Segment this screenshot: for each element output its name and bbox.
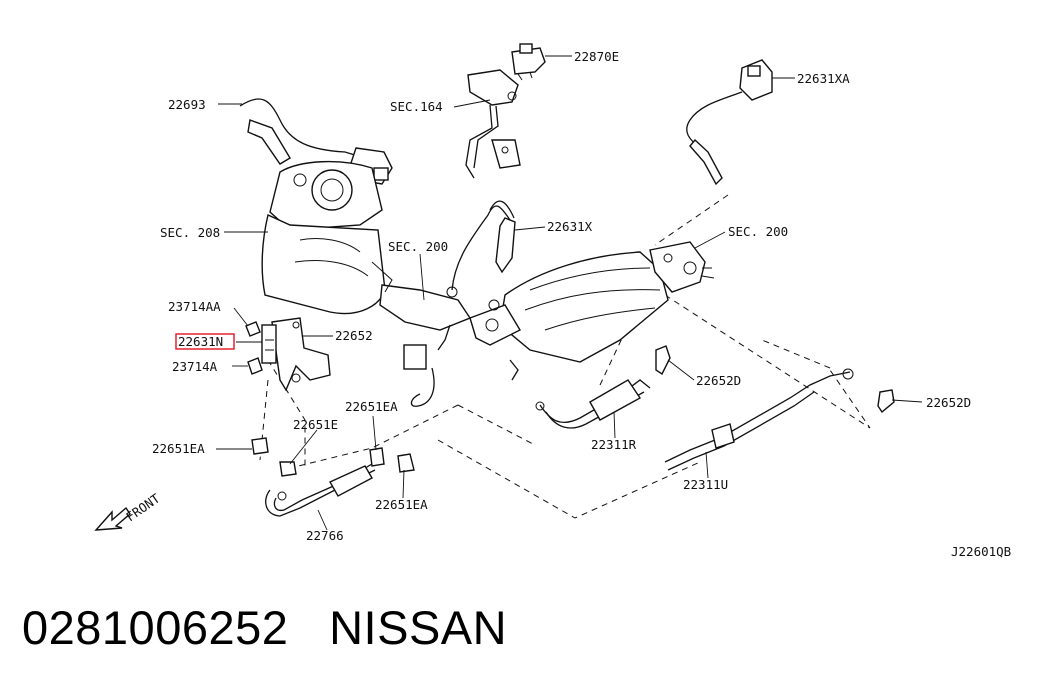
label-22631XA: 22631XA [797, 71, 850, 86]
part-23714AA [245, 321, 261, 337]
part-22870E [511, 43, 546, 81]
label-sec200-right: SEC. 200 [728, 224, 788, 239]
label-22311R: 22311R [591, 437, 637, 452]
part-22631XA [686, 59, 773, 186]
label-22766: 22766 [306, 528, 344, 543]
front-catalytic-converter [261, 160, 472, 331]
part-22311R-tube [535, 379, 651, 429]
front-arrow: FRONT [94, 490, 163, 531]
label-22870E: 22870E [574, 49, 619, 64]
part-23714A [247, 357, 263, 375]
label-22652D-right: 22652D [926, 395, 971, 410]
label-23714A: 23714A [172, 359, 218, 374]
label-22651EA-top: 22651EA [345, 399, 398, 414]
diagram-code: J22601QB [951, 544, 1011, 559]
label-22651E: 22651E [293, 417, 338, 432]
label-22631X: 22631X [547, 219, 593, 234]
label-22651EA-left: 22651EA [152, 441, 205, 456]
caption: 0281006252 NISSAN [22, 600, 507, 655]
sec164-bracket [465, 69, 521, 179]
bolts-22652D [655, 345, 895, 414]
leader-lines [216, 55, 923, 531]
label-22652: 22652 [335, 328, 373, 343]
label-22631N: 22631N [178, 334, 223, 349]
front-label: FRONT [123, 490, 163, 524]
highlight-box-22631N [175, 333, 235, 350]
exhaust-sensor-diagram: 22870E 22631XA 22693 SEC.164 SEC. 208 22… [94, 43, 1011, 559]
caption-brand: NISSAN [329, 601, 508, 654]
label-23714AA: 23714AA [168, 299, 221, 314]
caption-part-number: 0281006252 [22, 601, 289, 654]
clamps [251, 437, 415, 477]
label-22652D-center: 22652D [696, 373, 741, 388]
part-22652-bracket [271, 317, 331, 392]
part-22766-tube [265, 463, 376, 517]
label-sec208: SEC. 208 [160, 225, 220, 240]
part-22631X [446, 200, 516, 298]
part-22631N [261, 324, 277, 364]
part-22311U-tube [664, 368, 854, 471]
main-catalytic-converter [469, 241, 715, 363]
label-22693: 22693 [168, 97, 206, 112]
label-sec200-center: SEC. 200 [388, 239, 448, 254]
label-22311U: 22311U [683, 477, 728, 492]
center-harness [403, 324, 519, 407]
label-22651EA-bottom: 22651EA [375, 497, 428, 512]
label-sec164: SEC.164 [390, 99, 443, 114]
